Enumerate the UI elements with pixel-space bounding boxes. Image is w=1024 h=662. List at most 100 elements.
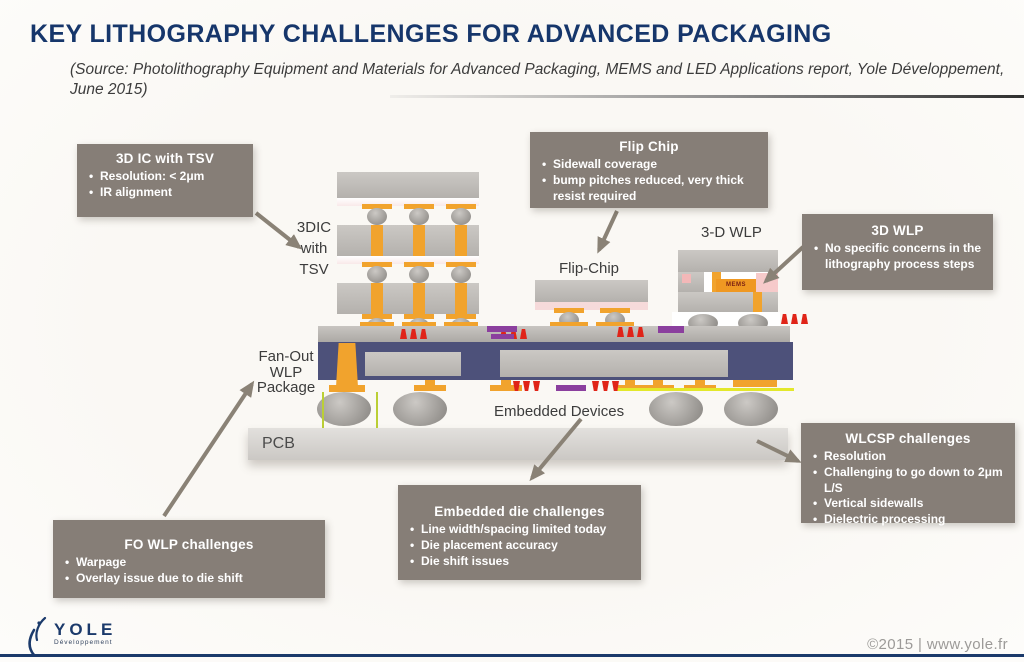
red-bump-cluster: [617, 327, 644, 337]
yole-logo: YOLE Développement: [26, 614, 116, 656]
bullet-item: IR alignment: [87, 185, 243, 201]
ball-pad: [733, 380, 777, 387]
logo-subtitle: Développement: [54, 639, 113, 646]
copper-pad: [404, 262, 434, 267]
callout-title: 3D WLP: [871, 223, 924, 238]
copyright-text: ©2015 | www.yole.fr: [867, 636, 1008, 653]
bond-layer: [337, 198, 479, 206]
copper-via-post: [336, 343, 358, 387]
bullet-item: Resolution: < 2μm: [87, 169, 243, 185]
mold-flash-line: [322, 392, 324, 428]
bullet-item: Dielectric processing: [811, 512, 1005, 528]
callout-title: Flip Chip: [619, 139, 679, 154]
bga-ball: [317, 392, 371, 426]
pad-stem: [425, 380, 435, 386]
ball-pad: [414, 385, 446, 391]
callout-wlcsp-challenges: WLCSP challenges Resolution Challenging …: [801, 423, 1015, 528]
ball-pad: [329, 385, 365, 392]
copper-pad: [404, 314, 434, 319]
copper-pad: [362, 262, 392, 267]
pad-stem: [653, 380, 663, 386]
microbump: [451, 266, 471, 283]
tsv-via: [455, 283, 467, 314]
callout-title: WLCSP challenges: [845, 431, 971, 446]
microbump: [451, 208, 471, 225]
pcb-label: PCB: [262, 435, 295, 452]
ball-pad: [490, 385, 522, 391]
pad-stem: [342, 380, 352, 386]
rdl-strip: [318, 326, 790, 342]
label-fanout-wlp-package: Fan-Out WLP Package: [256, 348, 316, 396]
microbump: [367, 266, 387, 283]
copper-pillar: [554, 308, 584, 313]
bullet-item: Challenging to go down to 2μm L/S: [811, 465, 1005, 497]
label-embedded-devices: Embedded Devices: [494, 403, 625, 420]
pad-stem: [501, 380, 511, 386]
copper-pad: [404, 204, 434, 209]
logo-name: YOLE: [54, 620, 117, 639]
callout-embedded-die-challenges: Embedded die challenges Line width/spaci…: [398, 485, 641, 580]
pink-film: [756, 273, 778, 292]
passive-component: [658, 326, 684, 333]
bullet-item: Resolution: [811, 449, 1005, 465]
divider-rule: [390, 95, 1024, 98]
bullet-item: Die shift issues: [408, 554, 631, 570]
bullet-item: Line width/spacing limited today: [408, 522, 631, 538]
callout-title: FO WLP challenges: [124, 537, 254, 552]
page-title: KEY LITHOGRAPHY CHALLENGES FOR ADVANCED …: [30, 20, 832, 48]
bga-ball: [649, 392, 703, 426]
pad-stem: [695, 380, 705, 386]
mems-label: MEMS: [726, 282, 746, 288]
callout-flip-chip: Flip Chip Sidewall coverage bump pitches…: [530, 132, 768, 208]
label-3d-wlp: 3-D WLP: [701, 224, 762, 241]
bottom-rule: [0, 654, 1024, 657]
pcb-board: PCB: [248, 428, 788, 460]
callout-3d-ic-with-tsv: 3D IC with TSV Resolution: < 2μm IR alig…: [77, 144, 253, 217]
passive-component: [556, 385, 586, 391]
bullet-item: Overlay issue due to die shift: [63, 571, 315, 587]
bond-layer: [337, 256, 479, 264]
mold-flash-line: [376, 392, 378, 428]
logo-swoosh-icon: [28, 616, 47, 656]
underfill-layer: [535, 302, 648, 310]
bullet-item: Sidewall coverage: [540, 157, 758, 173]
bullet-item: Die placement accuracy: [408, 538, 631, 554]
copper-pillar: [600, 308, 630, 313]
passive-component: [487, 326, 517, 332]
source-note: (Source: Photolithography Equipment and …: [70, 61, 1005, 98]
bullet-item: bump pitches reduced, very thick resist …: [540, 173, 758, 205]
pad-stem: [625, 380, 635, 386]
copper-pad: [362, 204, 392, 209]
copper-pad: [362, 314, 392, 319]
copper-pad: [446, 314, 476, 319]
microbump: [367, 208, 387, 225]
embedded-die: [500, 350, 728, 377]
label-3dic-with-tsv: 3DIC with TSV: [296, 219, 332, 278]
wlp-top-die: [678, 250, 778, 272]
tsv-via: [371, 225, 383, 256]
flipchip-die: [535, 280, 648, 302]
logo-text: YOLE Développement: [54, 621, 116, 646]
callout-3d-wlp: 3D WLP No specific concerns in the litho…: [802, 214, 993, 290]
microbump: [409, 266, 429, 283]
tsv-via: [413, 283, 425, 314]
mems-device: MEMS: [716, 279, 756, 292]
passive-component: [491, 334, 514, 339]
copper-pad: [446, 262, 476, 267]
bullet-item: No specific concerns in the lithography …: [812, 241, 983, 273]
bullet-item: Vertical sidewalls: [811, 496, 1005, 512]
callout-title: 3D IC with TSV: [115, 151, 215, 166]
copper-pad: [446, 204, 476, 209]
bga-ball: [393, 392, 447, 426]
copper-pad: [596, 322, 634, 328]
via-bar: [753, 292, 762, 312]
bullet-item: Warpage: [63, 555, 315, 571]
copper-pad: [402, 322, 436, 328]
callout-fo-wlp-challenges: FO WLP challenges Warpage Overlay issue …: [53, 520, 325, 598]
bga-ball: [724, 392, 778, 426]
wlp-lower-die: [678, 292, 778, 312]
label-flipchip: Flip-Chip: [559, 260, 620, 277]
copper-pad: [444, 322, 478, 328]
